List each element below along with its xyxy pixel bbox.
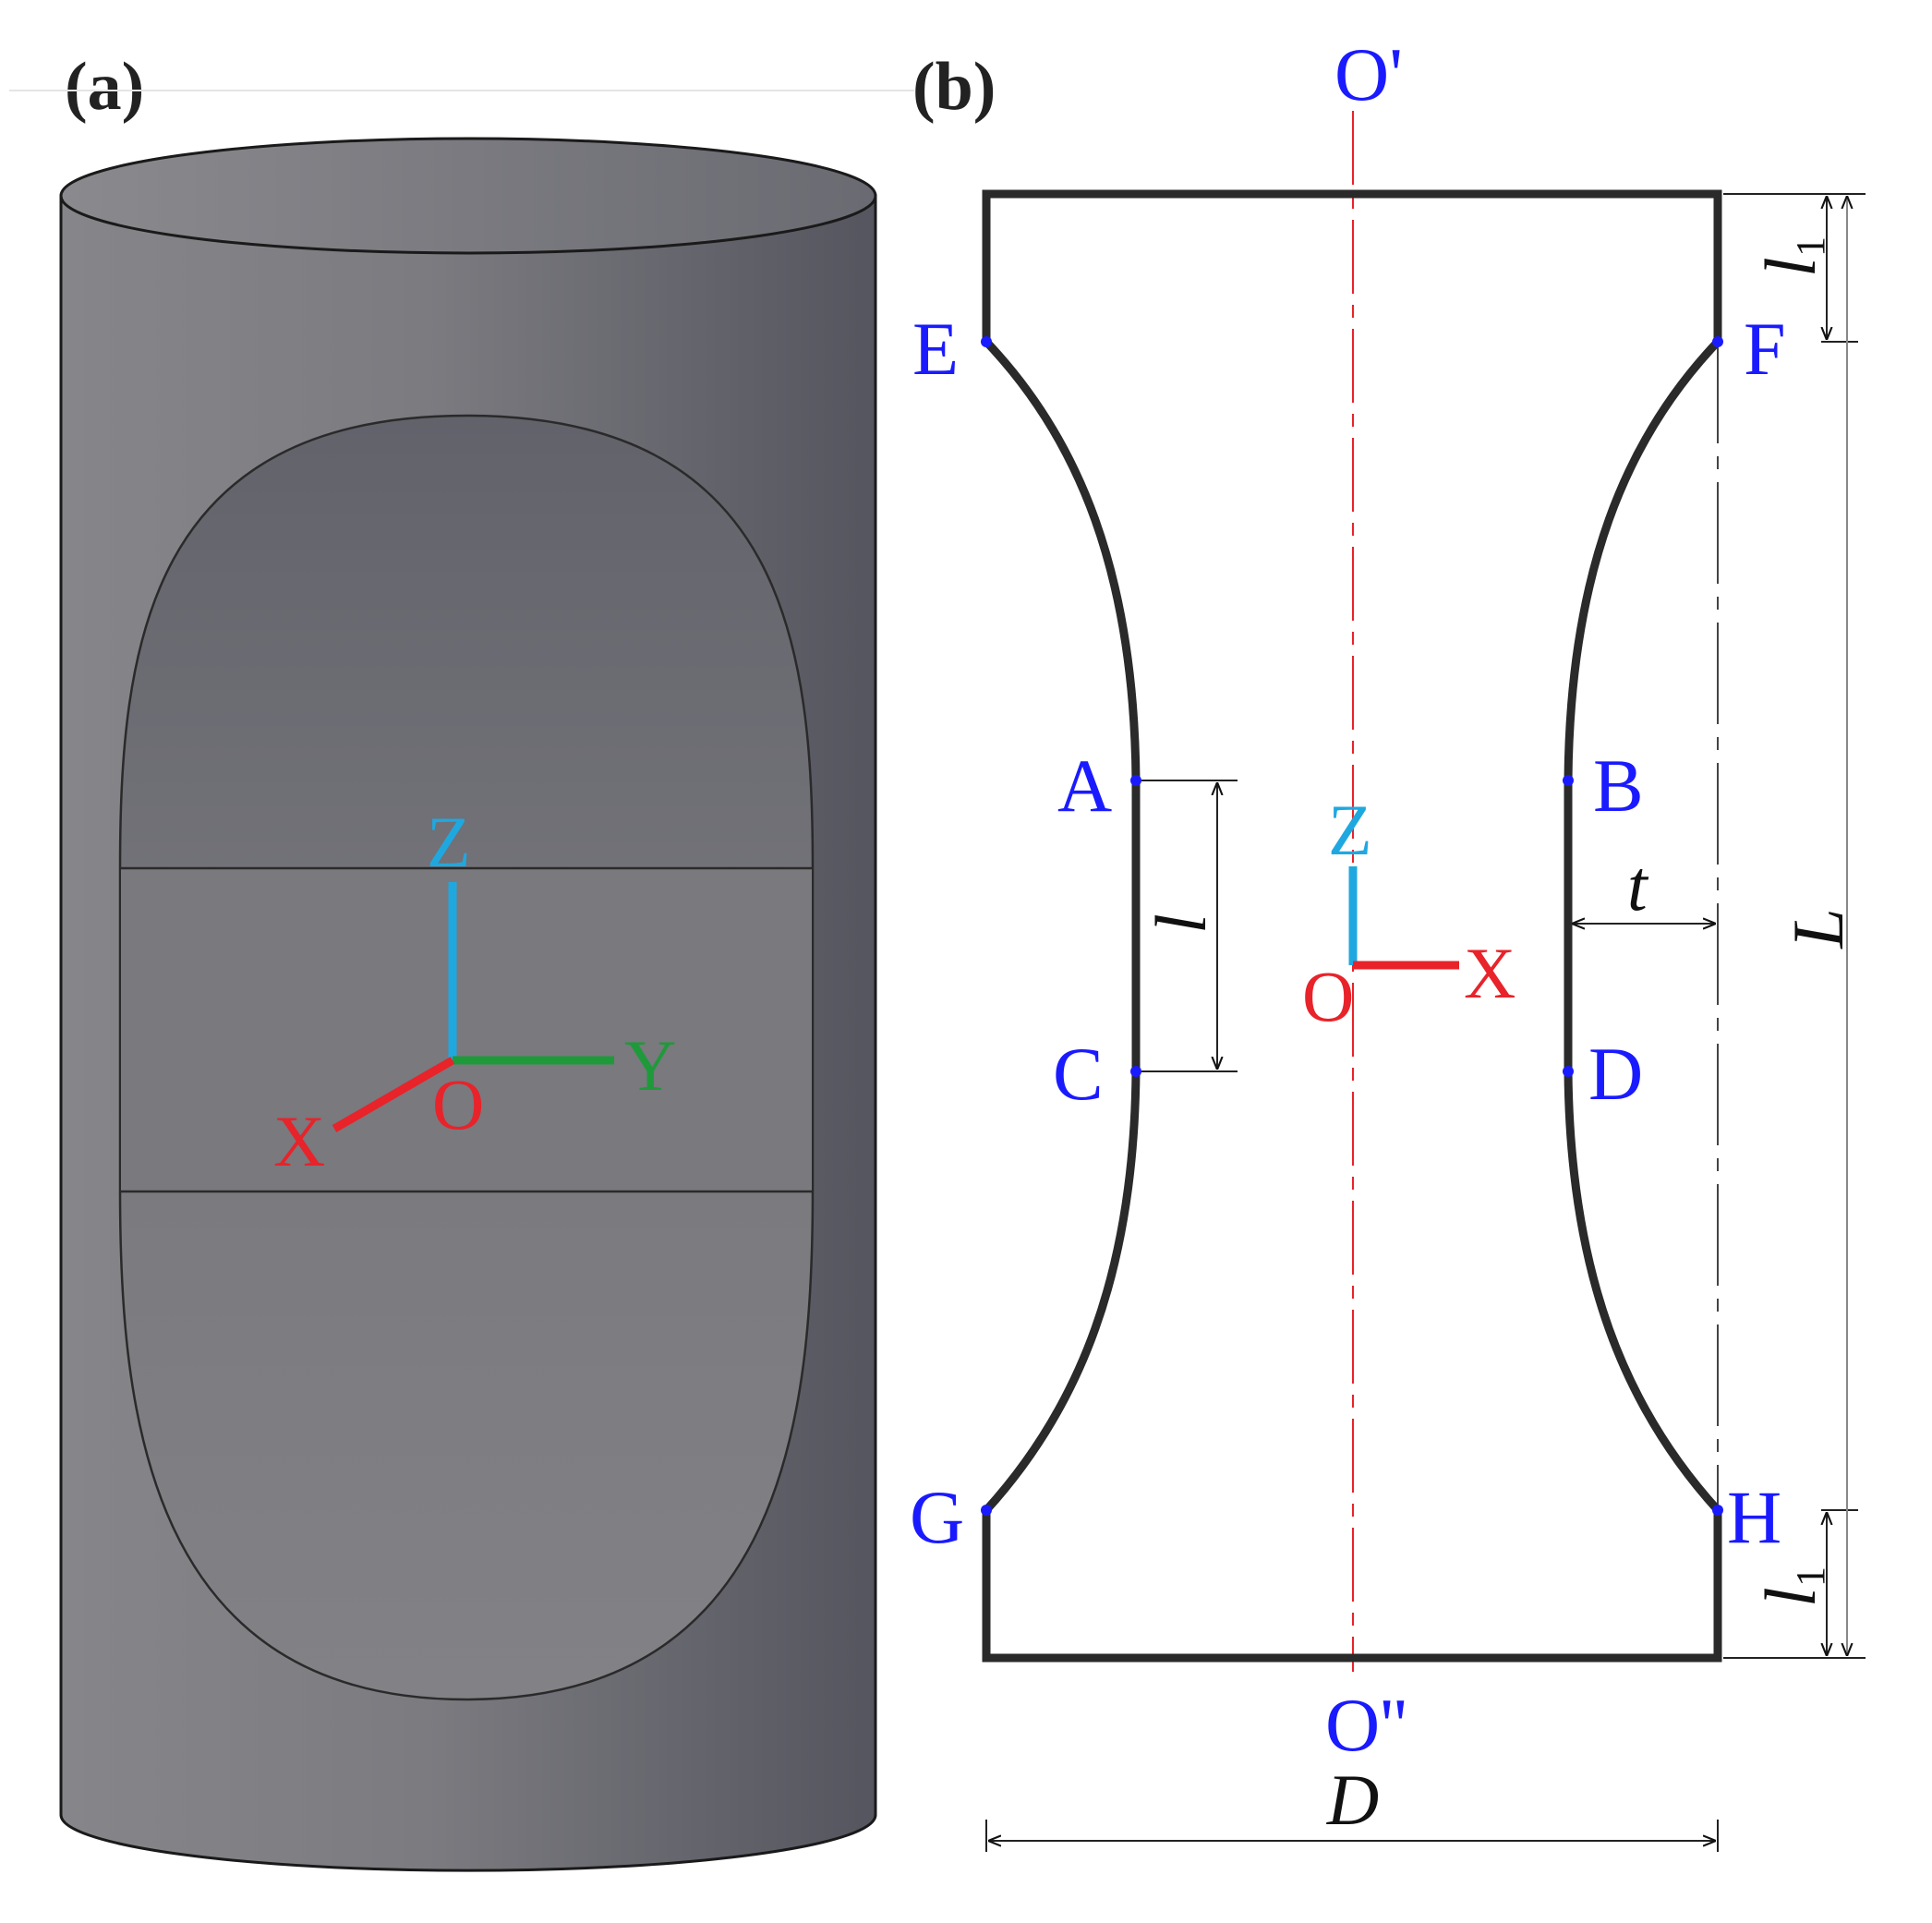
dimension-t-label: t: [1627, 845, 1649, 925]
point-f-marker: [1712, 336, 1723, 347]
dimension-L: [1723, 193, 1866, 1659]
axis-y-label: Y: [624, 1025, 676, 1106]
dimension-D-label: D: [1326, 1760, 1379, 1840]
specimen-outline: [982, 189, 1722, 1663]
panel-a-label: (a): [65, 49, 144, 125]
point-c-marker: [1130, 1066, 1141, 1077]
point-g-label: G: [910, 1475, 964, 1559]
dimension-l1-bottom-main: l: [1750, 1587, 1830, 1607]
point-b-marker: [1563, 775, 1574, 786]
dimension-l1-top-sub: 1: [1788, 236, 1833, 257]
point-e-marker: [981, 336, 992, 347]
dimension-l: [1141, 780, 1238, 1072]
point-b-label: B: [1593, 744, 1644, 828]
axis-x-line: [332, 1057, 455, 1132]
cutout-middle-band: [121, 868, 812, 1191]
b-axis-origin-label: O: [1302, 956, 1354, 1036]
dimension-l1-bottom-sub: 1: [1788, 1566, 1833, 1587]
axis-origin-label: O: [432, 1064, 484, 1144]
point-d-marker: [1563, 1066, 1574, 1077]
point-f-label: F: [1744, 307, 1786, 391]
b-axis-z-label: Z: [1328, 790, 1372, 870]
point-h-label: H: [1727, 1475, 1781, 1559]
panel-b-label: (b): [912, 49, 996, 125]
b-axis-x-label: X: [1464, 933, 1515, 1013]
key-points: [981, 336, 1723, 1516]
point-a-marker: [1130, 775, 1141, 786]
panel-b: (b) O' O'' A B C D E F G H: [910, 32, 1866, 1852]
point-h-marker: [1712, 1505, 1723, 1516]
centerline-bottom-label: O'': [1325, 1683, 1407, 1767]
point-a-label: A: [1057, 744, 1112, 828]
axis-x-label: X: [273, 1101, 325, 1181]
point-e-label: E: [912, 307, 959, 391]
cylinder-top-cap: [59, 137, 877, 255]
dimension-D: [985, 1820, 1719, 1852]
point-g-marker: [981, 1505, 992, 1516]
axis-z-label: Z: [427, 802, 471, 882]
dimension-l-label: l: [1141, 913, 1221, 934]
point-d-label: D: [1588, 1032, 1643, 1116]
panel-a: (a) Z Y X O: [9, 49, 914, 1872]
centerline-top-label: O': [1334, 32, 1403, 116]
dimension-l1-top-label: l 1: [1750, 236, 1833, 277]
dimension-l1-bottom-label: l 1: [1750, 1566, 1833, 1607]
point-c-label: C: [1053, 1032, 1104, 1116]
dimension-L-label: L: [1778, 908, 1858, 949]
dimension-l1-top-main: l: [1750, 257, 1830, 277]
